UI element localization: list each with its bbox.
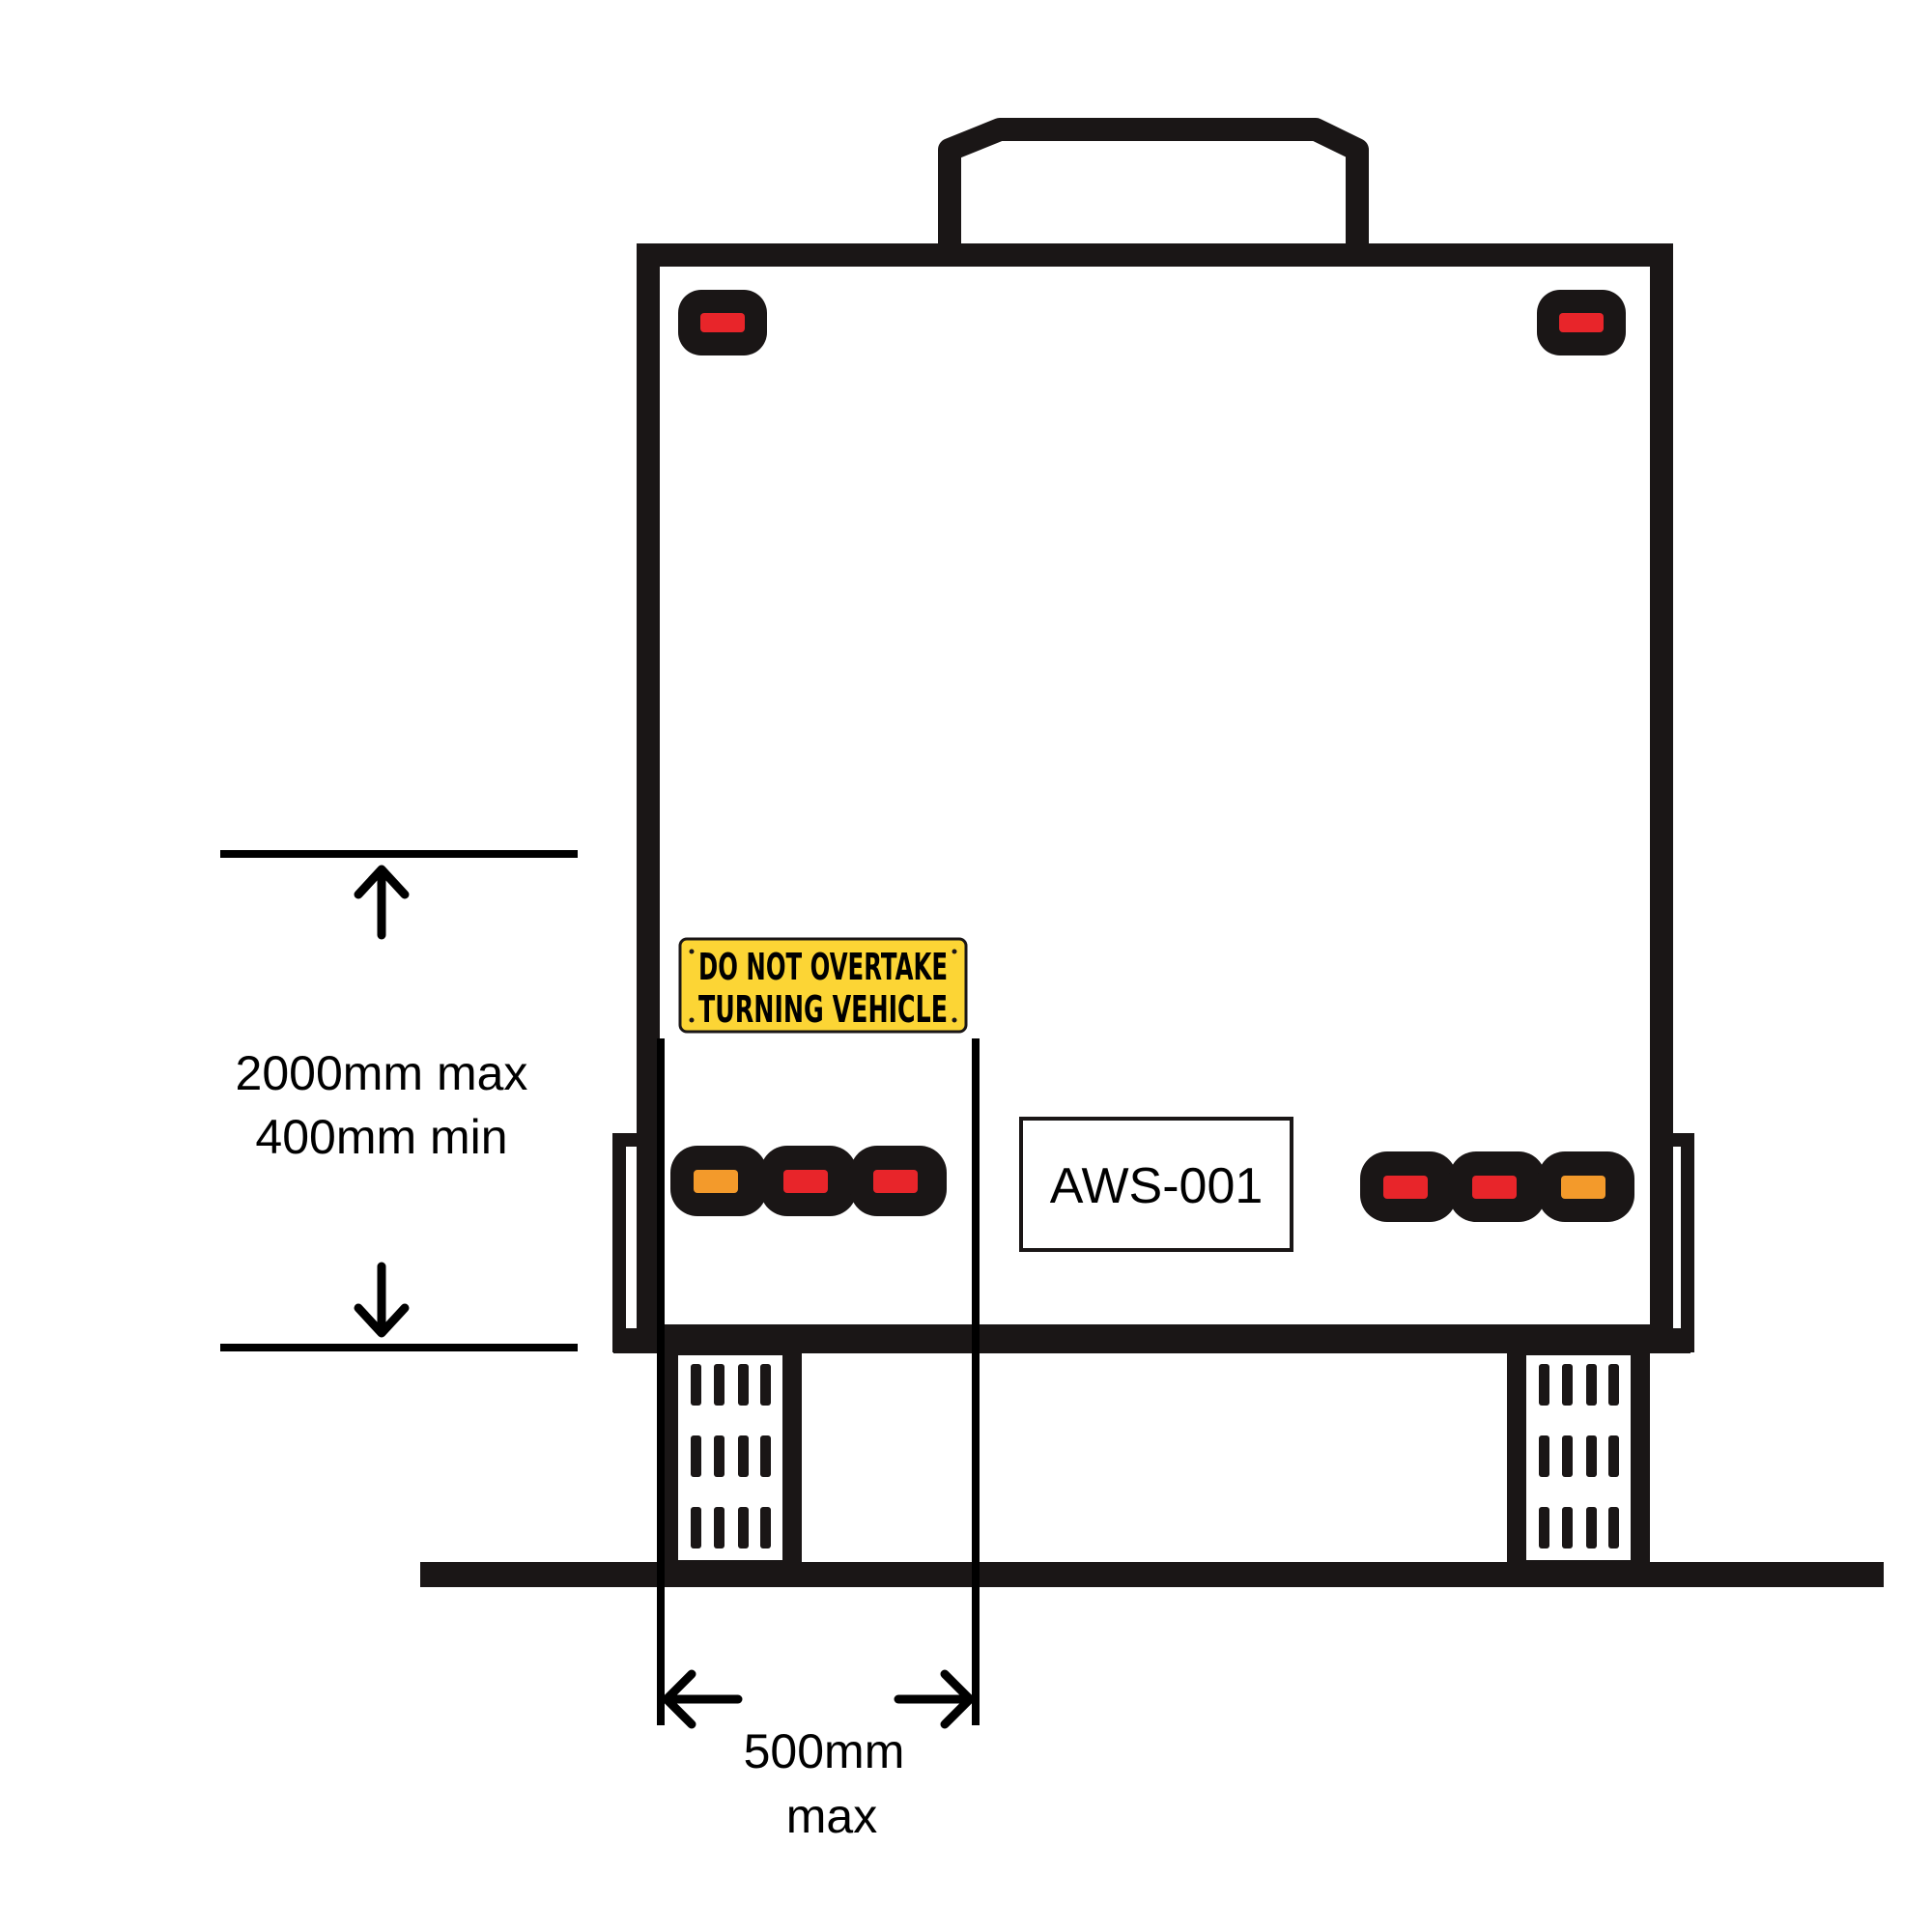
right-wheel	[1507, 1336, 1650, 1579]
height-min-label: 400mm min	[255, 1110, 507, 1164]
width-label-line-1: 500mm	[744, 1724, 905, 1778]
right-arrow-icon	[894, 1669, 975, 1729]
warning-sign-line-1: DO NOT OVERTAKE	[698, 946, 948, 988]
number-plate: AWS-001	[1019, 1117, 1293, 1252]
ground-line	[420, 1562, 1884, 1587]
width-label-line-2: max	[786, 1789, 877, 1843]
warning-sign-background	[678, 937, 968, 1034]
down-arrow-icon	[354, 1262, 410, 1338]
height-max-label: 2000mm max	[236, 1046, 528, 1100]
warning-sign-line-2: TURNING VEHICLE	[698, 988, 948, 1031]
top-left-marker-light	[678, 290, 767, 355]
left-wheel	[659, 1336, 802, 1579]
plate-number: AWS-001	[1050, 1158, 1264, 1214]
up-arrow-icon	[354, 865, 410, 940]
height-dimension: 2000mm max 400mm min	[220, 850, 578, 1351]
width-dimension: 500mm max	[657, 1038, 980, 1843]
right-tail-light-cluster	[1360, 1151, 1634, 1222]
left-arrow-icon	[662, 1669, 743, 1729]
left-tail-light-cluster	[670, 1146, 947, 1216]
warning-sign: DO NOT OVERTAKE TURNING VEHICLE	[678, 937, 968, 1034]
top-handle	[938, 118, 1369, 249]
top-right-marker-light	[1537, 290, 1626, 355]
